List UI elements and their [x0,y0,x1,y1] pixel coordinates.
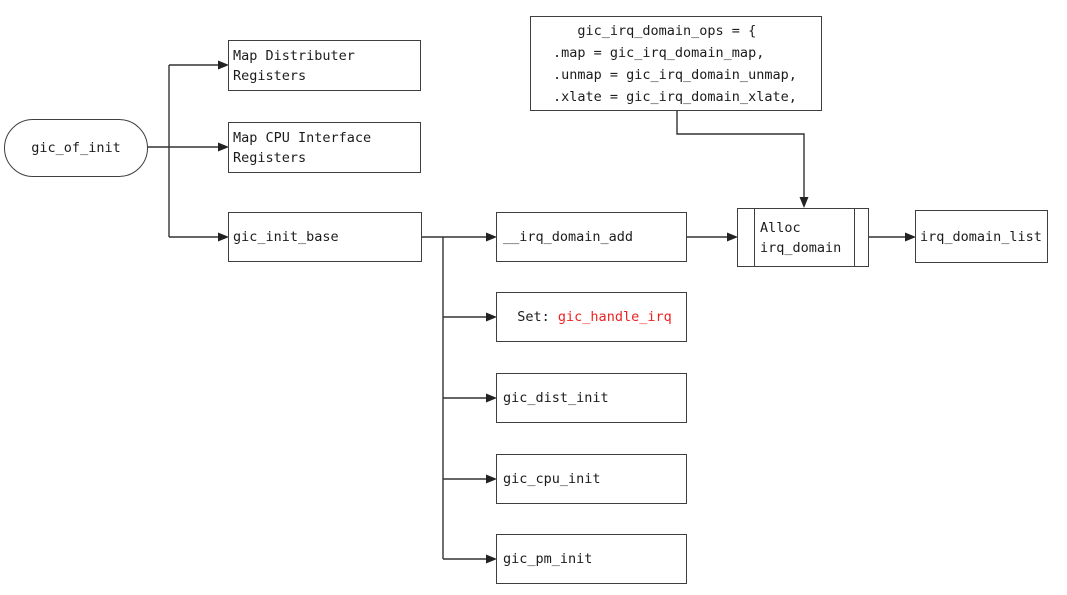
step-label-prefix: Set: [517,309,558,325]
step-irq-domain-list: irq_domain_list [915,210,1048,263]
step-map-distributer-registers: Map Distributer Registers [228,40,421,91]
step-label-line: Map Distributer [233,47,355,64]
step-label: gic_dist_init [503,390,609,406]
process-label-line: irq_domain [760,239,842,256]
step-gic-cpu-init: gic_cpu_init [496,454,687,504]
code-line: gic_irq_domain_ops = { [553,23,757,39]
step-set-gic-handle-irq: Set: gic_handle_irq [496,292,687,342]
code-block-gic-irq-domain-ops: gic_irq_domain_ops = { .map = gic_irq_do… [530,16,822,111]
step-map-cpu-interface-registers: Map CPU Interface Registers [228,122,421,173]
step-label: __irq_domain_add [503,229,634,245]
start-node-label: gic_of_init [31,140,121,156]
start-node-gic-of-init: gic_of_init [4,119,148,177]
step-gic-init-base: gic_init_base [228,212,422,262]
step-label-line: Map CPU Interface [233,129,372,146]
process-label-line: Alloc [760,219,801,236]
predefined-process-bar-right [854,209,855,266]
step-gic-dist-init: gic_dist_init [496,373,687,423]
predefined-process-bar-left [754,209,755,266]
code-line: .xlate = gic_irq_domain_xlate, [553,89,797,105]
step-irq-domain-add: __irq_domain_add [496,212,687,262]
step-gic-pm-init: gic_pm_init [496,534,687,584]
step-label: irq_domain_list [920,228,1042,245]
code-line: .map = gic_irq_domain_map, [553,45,765,61]
step-label-highlight: gic_handle_irq [557,309,672,325]
step-label: gic_cpu_init [503,471,601,487]
step-label: gic_init_base [233,229,339,245]
step-label-line: Registers [233,149,307,166]
step-label: gic_pm_init [503,551,593,567]
step-label-line: Registers [233,67,307,84]
code-line: .unmap = gic_irq_domain_unmap, [553,67,797,83]
process-alloc-irq-domain: Alloc irq_domain [737,208,869,267]
